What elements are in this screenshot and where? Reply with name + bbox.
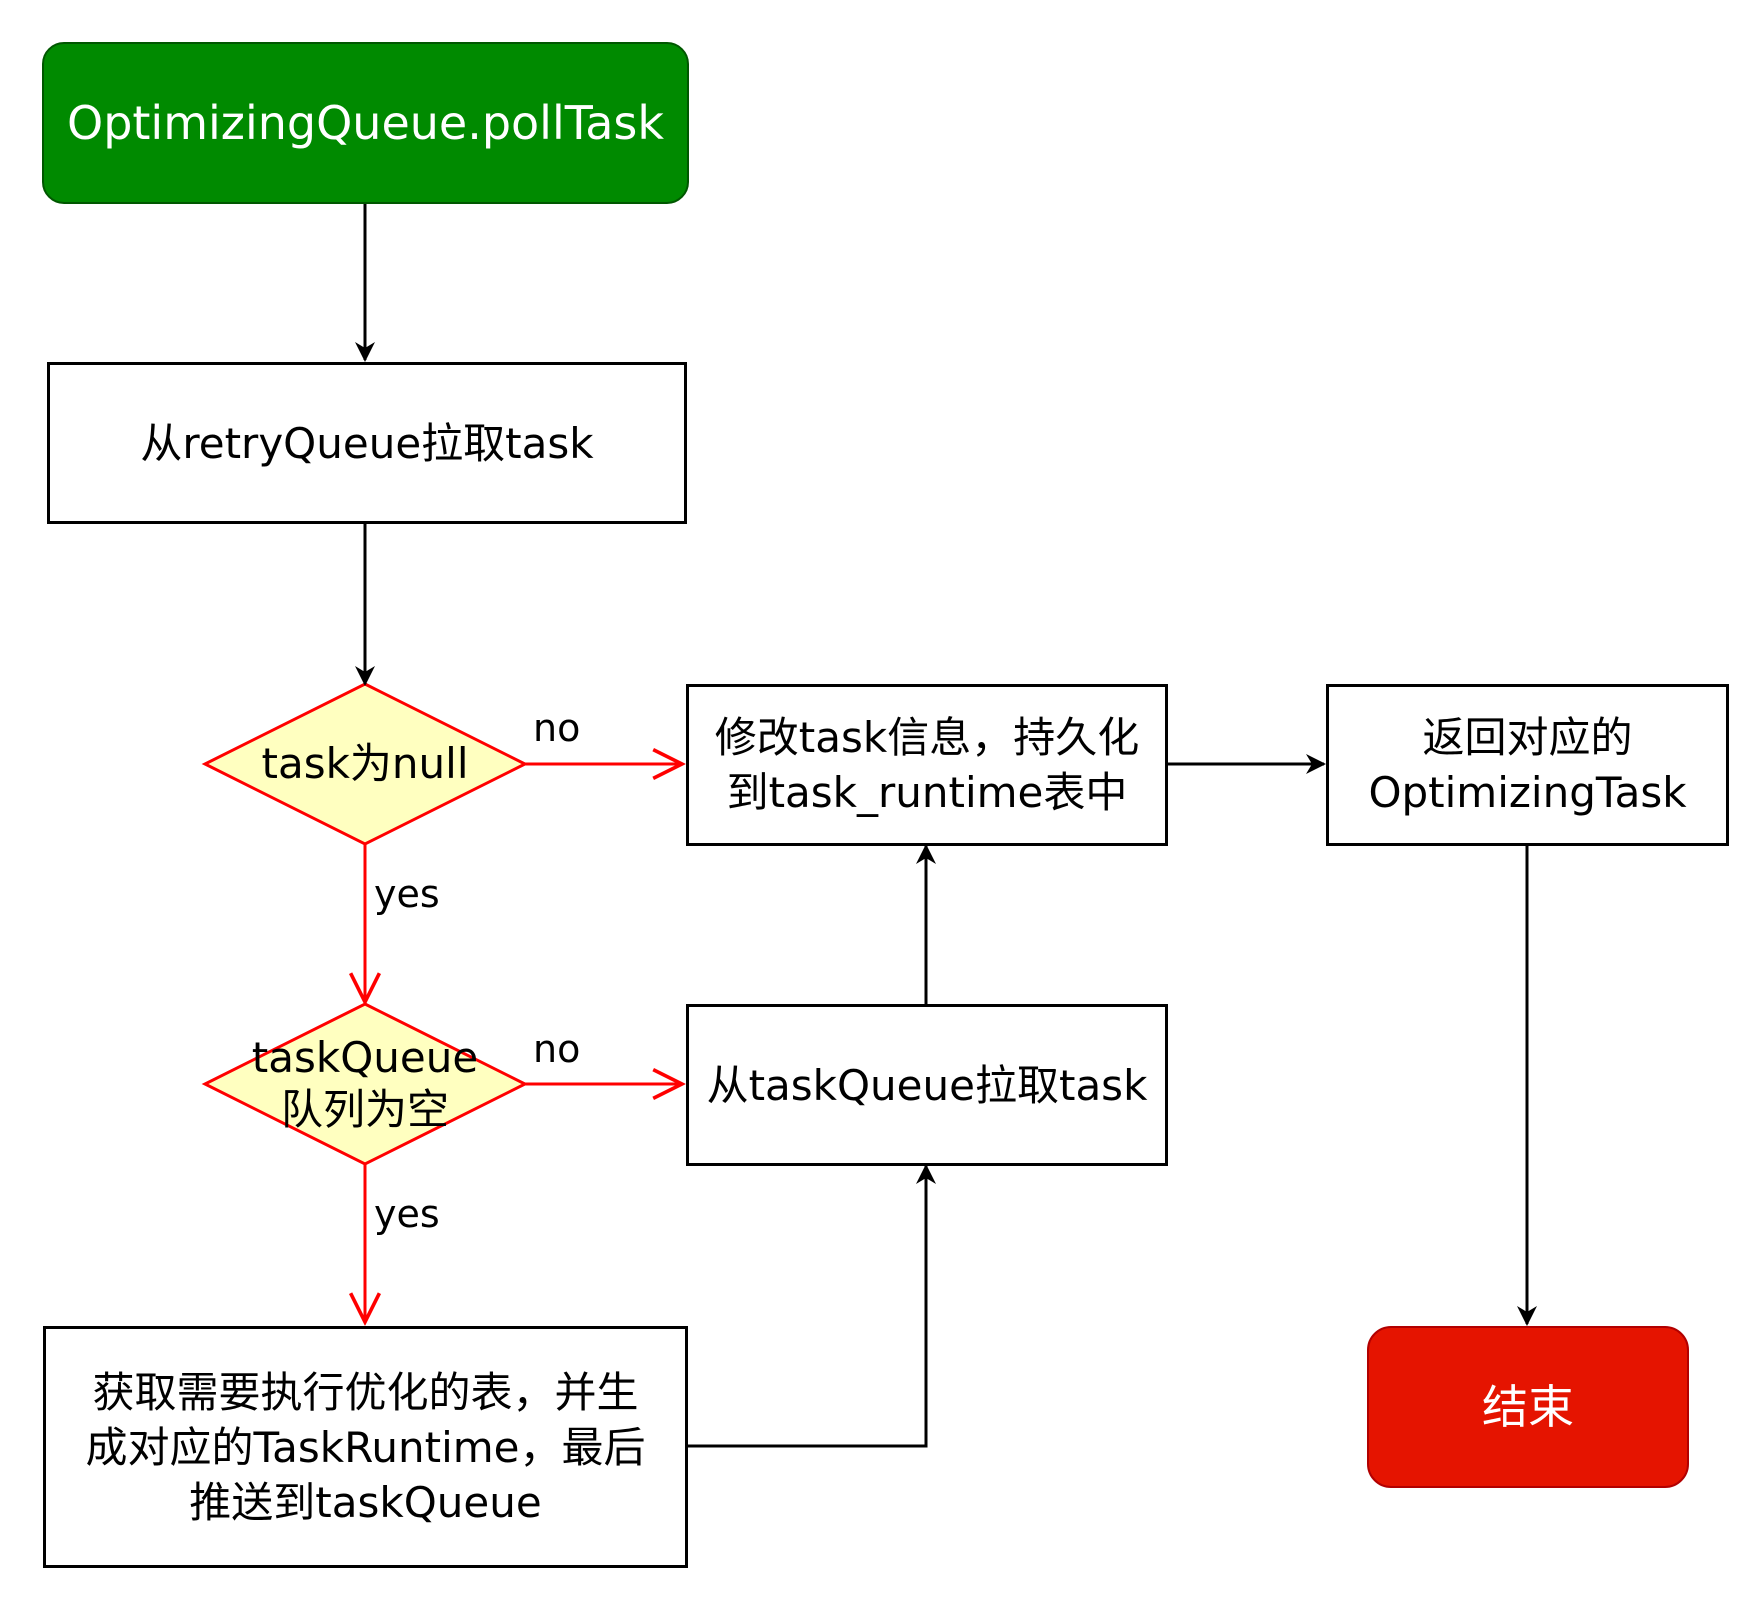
modify-task-node: 修改task信息，持久化 到task_runtime表中 <box>686 684 1168 846</box>
return-task-node: 返回对应的 OptimizingTask <box>1326 684 1729 846</box>
edge-label-empty-no: no <box>533 1027 581 1071</box>
start-node: OptimizingQueue.pollTask <box>42 42 689 204</box>
get-tables-node: 获取需要执行优化的表，并生 成对应的TaskRuntime，最后 推送到task… <box>43 1326 688 1568</box>
pull-task-queue-node: 从taskQueue拉取task <box>686 1004 1168 1166</box>
decision-task-null-label: task为null <box>261 739 469 788</box>
edge-label-empty-yes: yes <box>374 1192 440 1236</box>
end-node: 结束 <box>1367 1326 1689 1488</box>
edge-label-null-yes: yes <box>374 872 440 916</box>
retry-pull-node: 从retryQueue拉取task <box>47 362 687 524</box>
edge-label-null-no: no <box>533 706 581 750</box>
edge-gettables-to-pull <box>686 1164 936 1448</box>
decision-queue-empty-label: taskQueue 队列为空 <box>251 1033 479 1134</box>
